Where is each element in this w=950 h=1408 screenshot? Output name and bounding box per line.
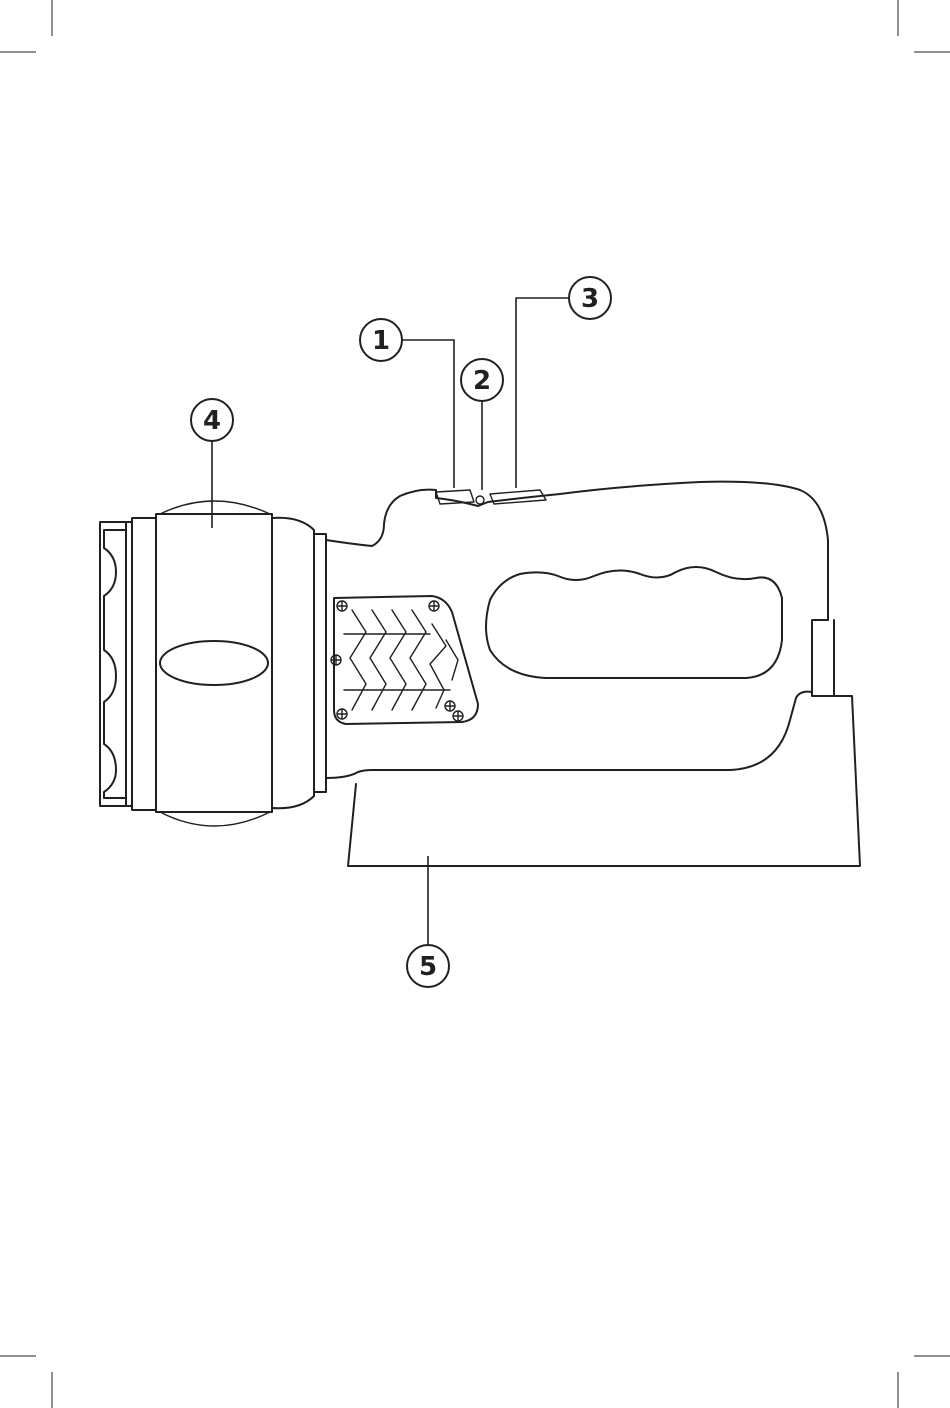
- callout-4: 4: [191, 399, 233, 441]
- lamp-head: [100, 501, 326, 826]
- callout-1: 1: [360, 319, 402, 361]
- switch-1: [436, 490, 474, 504]
- callout-label-2: 2: [473, 366, 491, 396]
- indicator-2: [476, 496, 484, 504]
- callout-2: 2: [461, 359, 503, 401]
- leader-lines: [212, 298, 570, 946]
- callout-label-1: 1: [372, 326, 390, 356]
- vent-grille: [331, 596, 478, 724]
- callout-5: 5: [407, 945, 449, 987]
- callout-label-3: 3: [581, 284, 599, 314]
- charging-base: [348, 696, 860, 866]
- callout-3: 3: [569, 277, 611, 319]
- body-housing: [326, 482, 834, 778]
- callout-label-5: 5: [419, 952, 437, 982]
- callout-label-4: 4: [203, 406, 221, 436]
